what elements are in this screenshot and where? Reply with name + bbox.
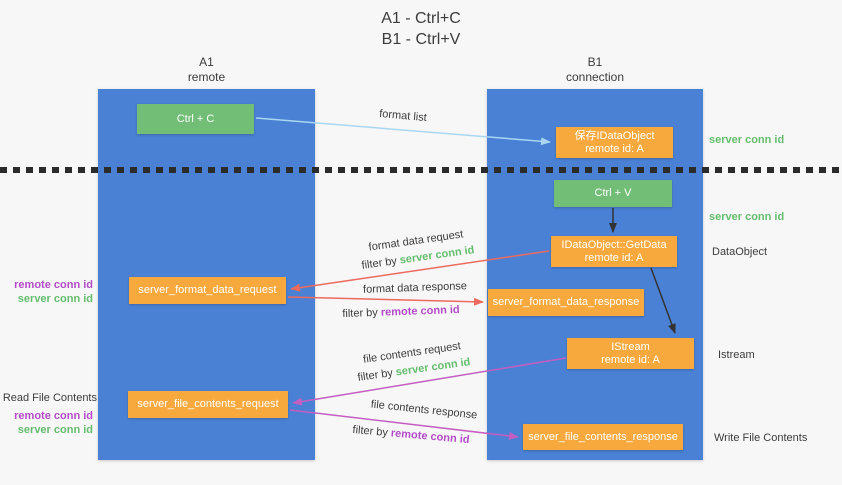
column-header-b1: B1 connection xyxy=(487,55,703,85)
node-server-file-contents-response: server_file_contents_response xyxy=(523,424,683,450)
label-write-file-contents: Write File Contents xyxy=(714,432,808,444)
node-ctrl-v: Ctrl + V xyxy=(554,180,672,207)
filter-prefix: filter by xyxy=(342,306,382,321)
node-server-format-data-response: server_format_data_response xyxy=(488,289,644,316)
node-istream-line2: remote id: A xyxy=(601,353,660,366)
node-ctrl-c: Ctrl + C xyxy=(137,104,254,134)
title-line-1: A1 - Ctrl+C xyxy=(381,10,461,27)
session-divider-dotted-line xyxy=(0,167,842,173)
node-istream-line1: IStream xyxy=(611,340,650,353)
label-istream: Istream xyxy=(718,349,755,361)
arrow-label-format-list: format list xyxy=(378,107,428,125)
node-ctrl-v-label: Ctrl + V xyxy=(594,187,632,199)
arrow-label-format-data-response-filter: filter by remote conn id xyxy=(342,304,460,320)
node-server-format-data-request: server_format_data_request xyxy=(129,277,286,304)
title-line-2: B1 - Ctrl+V xyxy=(381,31,461,48)
label-server-conn-id-mid: server conn id xyxy=(709,211,785,223)
label-remote-conn-id-1: remote conn id xyxy=(14,279,93,291)
filter-prefix: filter by xyxy=(356,366,397,384)
node-server-file-contents-request-label: server_file_contents_request xyxy=(137,398,279,410)
label-server-conn-id-top: server conn id xyxy=(709,134,785,146)
node-server-file-contents-request: server_file_contents_request xyxy=(128,391,288,418)
node-server-format-data-request-label: server_format_data_request xyxy=(138,284,277,296)
arrow-label-file-contents-response: file contents response xyxy=(370,398,478,422)
format-data-response-arrow xyxy=(287,296,484,306)
node-idataobject-getdata: IDataObject::GetData remote id: A xyxy=(551,236,677,267)
column-a1-name: A1 xyxy=(199,55,214,69)
node-server-format-data-response-label: server_format_data_response xyxy=(492,296,640,308)
node-save-idataobject: 保存IDataObject remote id: A xyxy=(556,127,673,158)
node-idataobject-getdata-line1: IDataObject::GetData xyxy=(561,238,667,251)
node-server-file-contents-response-label: server_file_contents_response xyxy=(528,430,678,443)
column-a1-role: remote xyxy=(187,70,226,84)
column-b1-role: connection xyxy=(565,70,625,84)
diagram-title: A1 - Ctrl+C B1 - Ctrl+V xyxy=(0,8,842,50)
node-istream: IStream remote id: A xyxy=(567,338,694,369)
filter-prefix: filter by xyxy=(360,254,401,272)
label-read-file-contents: Read File Contents xyxy=(2,392,97,404)
node-idataobject-getdata-line2: remote id: A xyxy=(584,251,644,264)
filter-key-remote-conn-id: remote conn id xyxy=(390,427,470,447)
arrow-label-format-data-response: format data response xyxy=(362,280,468,296)
filter-prefix: filter by xyxy=(352,423,392,440)
label-server-conn-id-2: server conn id xyxy=(17,424,93,436)
column-header-a1: A1 remote xyxy=(98,55,315,85)
node-ctrl-c-label: Ctrl + C xyxy=(176,112,215,125)
arrow-label-file-contents-response-filter: filter by remote conn id xyxy=(352,424,470,446)
label-conn-id-pair-2: remote conn id server conn id xyxy=(0,409,93,437)
label-conn-id-pair-1: remote conn id server conn id xyxy=(0,278,93,306)
label-server-conn-id-1: server conn id xyxy=(17,293,93,305)
filter-key-remote-conn-id: remote conn id xyxy=(380,303,460,319)
column-b1-name: B1 xyxy=(587,55,603,69)
node-save-idataobject-line1: 保存IDataObject xyxy=(574,129,655,142)
label-dataobject: DataObject xyxy=(712,246,768,258)
label-remote-conn-id-2: remote conn id xyxy=(14,410,93,422)
node-save-idataobject-line2: remote id: A xyxy=(585,142,644,155)
